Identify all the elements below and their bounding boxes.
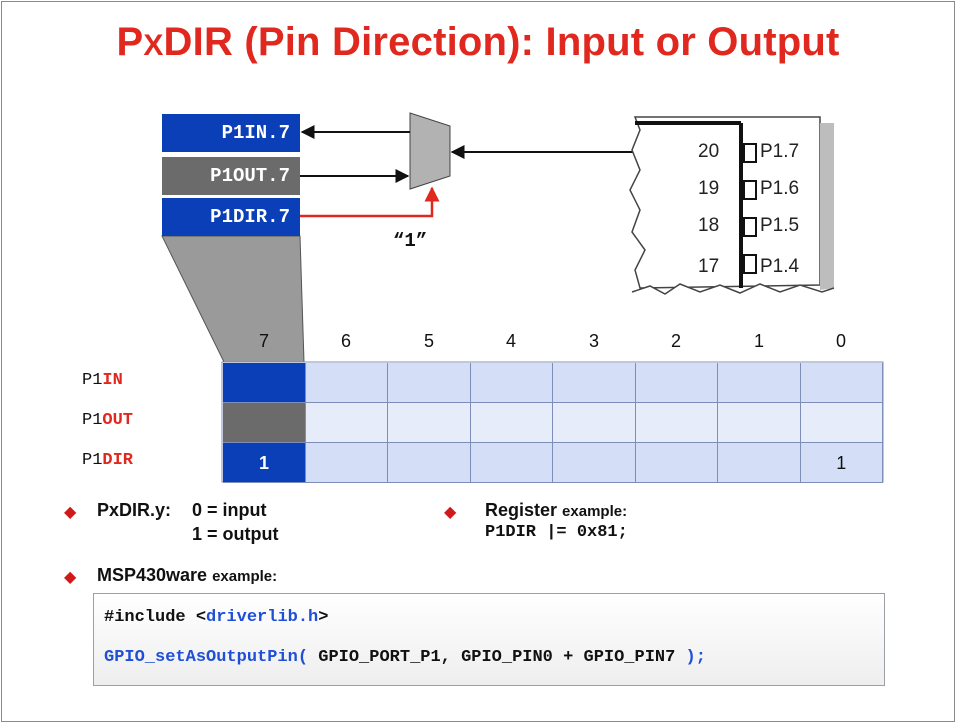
pxdir-line2: 1 = output <box>192 524 279 544</box>
row-label-p1dir: P1DIR <box>82 451 134 470</box>
register-example-code: P1DIR |= 0x81; <box>485 523 628 542</box>
cell-p1dir-bit0: 1 <box>800 443 883 483</box>
bit-header-6: 6 <box>340 331 351 351</box>
pin-17 <box>743 254 757 274</box>
pin-num-18: 18 <box>698 215 720 236</box>
reg-p1out: P1OUT.7 <box>162 157 300 195</box>
cell-p1out-bit0 <box>800 403 883 443</box>
bit-header-3: 3 <box>588 331 599 351</box>
cell-p1in-bit2 <box>635 363 718 403</box>
cell-p1in-bit6 <box>305 363 388 403</box>
cell-p1out-bit7 <box>223 403 306 443</box>
cell-p1in-bit5 <box>388 363 471 403</box>
cell-p1in-bit4 <box>470 363 553 403</box>
code-line-gpio: GPIO_setAsOutputPin( GPIO_PORT_P1, GPIO_… <box>104 648 706 667</box>
cell-p1out-bit4 <box>470 403 553 443</box>
cell-p1dir-bit6 <box>305 443 388 483</box>
cell-p1dir-bit7: 1 <box>223 443 306 483</box>
code-box: #include <driverlib.h> GPIO_setAsOutputP… <box>93 593 885 686</box>
pin-num-19: 19 <box>698 178 720 199</box>
cell-p1dir-bit5 <box>388 443 471 483</box>
pxdir-line1: 0 = input <box>192 500 267 520</box>
cell-p1out-bit5 <box>388 403 471 443</box>
slide-title: PXDIR (Pin Direction): Input or Output <box>116 20 840 64</box>
arrow-p1dir-select <box>300 186 440 218</box>
msp430ware-example-label: MSP430ware example: <box>97 565 278 585</box>
bullet-diamond-icon: ◆ <box>64 569 77 586</box>
pin-20 <box>743 143 757 163</box>
cell-p1in-bit1 <box>718 363 801 403</box>
bullet-diamond-icon: ◆ <box>64 504 77 521</box>
cell-p1out-bit6 <box>305 403 388 443</box>
cell-p1in-bit7 <box>223 363 306 403</box>
bullet-diamond-icon: ◆ <box>444 504 457 521</box>
bit-header-2: 2 <box>670 331 681 351</box>
cell-p1dir-bit3 <box>553 443 636 483</box>
pin-num-17: 17 <box>698 256 720 274</box>
bit-header-5: 5 <box>423 331 434 351</box>
pin-name-p1-5: P1.5 <box>760 215 800 236</box>
cell-p1dir-bit4 <box>470 443 553 483</box>
row-label-p1in: P1IN <box>82 371 123 390</box>
row-label-p1out: P1OUT <box>82 411 134 430</box>
mux-shape <box>409 112 451 190</box>
bit-header-1: 1 <box>753 331 764 351</box>
cell-p1in-bit0 <box>800 363 883 403</box>
chip-shadow <box>820 123 834 290</box>
reg-p1dir: P1DIR.7 <box>162 198 300 236</box>
cell-p1out-bit1 <box>718 403 801 443</box>
pin-num-20: 20 <box>698 141 720 162</box>
cell-p1in-bit3 <box>553 363 636 403</box>
register-example-label: Register example: <box>485 500 628 520</box>
cell-p1dir-bit2 <box>635 443 718 483</box>
pin-19 <box>743 180 757 200</box>
bit-header-0: 0 <box>835 331 846 351</box>
cell-p1dir-bit1 <box>718 443 801 483</box>
pin-name-p1-6: P1.6 <box>760 178 800 199</box>
pin-18 <box>743 217 757 237</box>
bit-header-4: 4 <box>505 331 516 351</box>
cell-p1out-bit3 <box>553 403 636 443</box>
mux-select-label: “1” <box>393 230 428 252</box>
code-line-include: #include <driverlib.h> <box>104 608 329 627</box>
bit-header-7: 7 <box>258 331 269 351</box>
pxdir-label: PxDIR.y: <box>97 500 172 520</box>
pin-name-p1-7: P1.7 <box>760 141 800 162</box>
pin-name-p1-4: P1.4 <box>760 256 800 274</box>
cell-p1out-bit2 <box>635 403 718 443</box>
reg-p1in: P1IN.7 <box>162 114 300 152</box>
